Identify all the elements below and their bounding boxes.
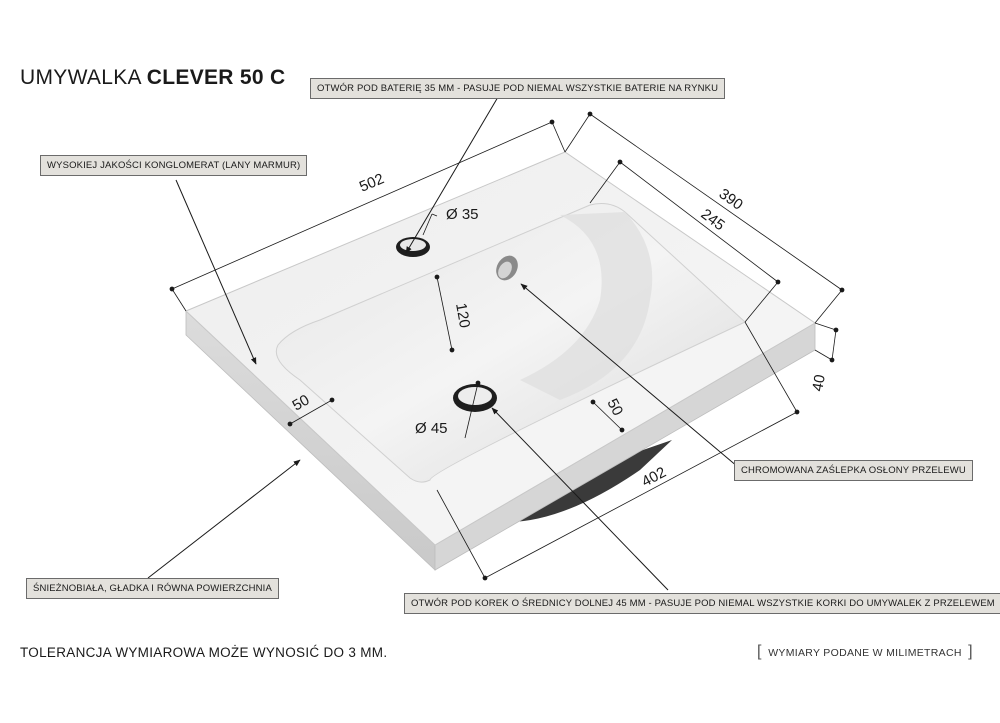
dim-bowl-width-text: 402 [639, 464, 669, 491]
bowl-inner-shadow [520, 212, 653, 400]
dim-line-rim-left [289, 399, 333, 425]
dim-rim-left-text: 50 [290, 391, 313, 414]
leader-material [175, 179, 257, 365]
dim-tap-diameter-text: Ø 35 [446, 206, 479, 223]
dim-rim-front-text: 50 [603, 396, 626, 419]
title-prefix: UMYWALKA [20, 66, 147, 89]
dim-hole-spacing-text: 120 [452, 302, 473, 330]
units-text: WYMIARY PODANE W MILIMETRACH [768, 647, 962, 659]
title-model: CLEVER 50 C [146, 66, 286, 89]
callout-tap-hole: OTWÓR POD BATERIĘ 35 MM - PASUJE POD NIE… [310, 78, 726, 99]
callout-overflow: CHROMOWANA ZAŚLEPKA OSŁONY PRZELEWU [734, 460, 973, 481]
page-title: UMYWALKA CLEVER 50 C [20, 66, 285, 90]
dim-line-height [831, 329, 837, 361]
dim-line-depth [589, 113, 843, 291]
dim-line-rim-front [592, 401, 623, 431]
dim-line-bowl-width [484, 411, 798, 579]
dim-bowl-depth-text: 245 [698, 206, 728, 235]
callout-surface: ŚNIEŻNOBIAŁA, GŁADKA I RÓWNA POWIERZCHNI… [26, 578, 279, 599]
units-note: [ WYMIARY PODANE W MILIMETRACH ] [757, 643, 973, 661]
dim-line-bowl-depth [619, 161, 779, 283]
dim-line-hole-spacing [436, 276, 453, 351]
dim-drain-diameter-text: Ø 45 [415, 420, 448, 437]
dim-width-text: 502 [357, 170, 387, 195]
dim-height-text: 40 [809, 373, 829, 392]
leader-surface [147, 459, 301, 579]
overflow-cap-inner [498, 261, 512, 279]
units-bracket-open: [ [757, 643, 762, 660]
leader-overflow [520, 283, 739, 468]
callout-material: WYSOKIEJ JAKOŚCI KONGLOMERAT (LANY MARMU… [40, 155, 308, 176]
leader-drain [491, 407, 669, 591]
tolerance-note: TOLERANCJA WYMIAROWA MOŻE WYNOSIĆ DO 3 M… [20, 645, 388, 660]
leader-tap-hole [405, 96, 499, 254]
dim-line-width [171, 121, 553, 290]
callout-drain-hole: OTWÓR POD KOREK O ŚREDNICY DOLNEJ 45 MM … [404, 593, 1000, 614]
dim-depth-text: 390 [716, 185, 746, 213]
units-bracket-close: ] [968, 643, 973, 660]
